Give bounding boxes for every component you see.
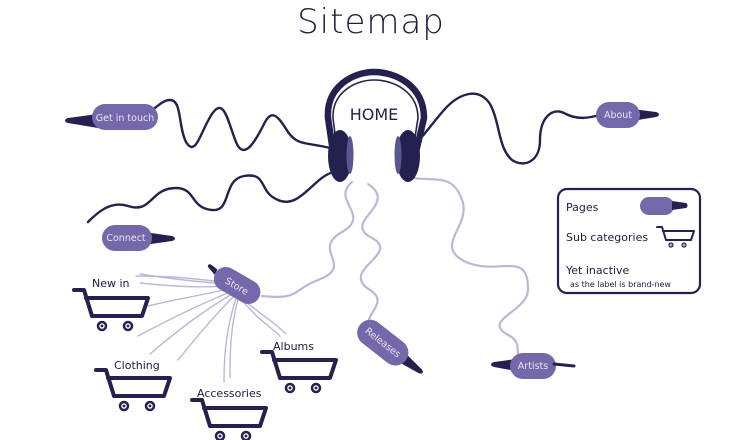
legend-page-plug-icon: [640, 197, 688, 215]
legend-label-pages: Pages: [566, 201, 599, 214]
subcategory-label-clothing[interactable]: Clothing: [114, 359, 160, 372]
plug-store[interactable]: Store: [201, 257, 265, 308]
plug-about[interactable]: About: [596, 102, 659, 128]
cable-home-artists: [402, 174, 530, 364]
cable-home-about: [408, 92, 602, 165]
plug-connect[interactable]: Connect: [102, 225, 175, 251]
plug-get-in-touch[interactable]: Get in touch: [65, 104, 158, 130]
active-cables: [86, 92, 602, 224]
subcategory-new-in[interactable]: New in: [72, 277, 150, 332]
page-label-artists[interactable]: Artists: [518, 361, 548, 372]
cable-home-store: [260, 180, 355, 298]
cart-icon: [260, 350, 338, 394]
subcategory-label-albums[interactable]: Albums: [273, 340, 314, 353]
page-label-about[interactable]: About: [604, 110, 632, 121]
plug-artists[interactable]: Artists: [491, 353, 576, 379]
cart-icon: [94, 368, 172, 412]
subcategory-label-new-in[interactable]: New in: [92, 277, 130, 290]
cable-home-releases: [359, 182, 382, 332]
home-label[interactable]: HOME: [350, 105, 399, 124]
cable-home-get-in-touch: [136, 98, 332, 151]
legend-label-sub-categories: Sub categories: [566, 231, 648, 244]
headphones-home-icon: [324, 68, 428, 182]
legend-inactive-note: as the label is brand-new: [570, 280, 671, 289]
page-label-get-in-touch[interactable]: Get in touch: [96, 113, 154, 124]
page-title: Sitemap: [297, 2, 445, 42]
legend: Pages Sub categories Yet inactive as the…: [556, 187, 702, 295]
subcategory-accessories[interactable]: Accessories: [190, 387, 268, 440]
legend-label-yet-inactive: Yet inactive: [565, 264, 630, 277]
cart-icon: [72, 288, 150, 332]
subcategory-clothing[interactable]: Clothing: [94, 359, 172, 412]
subcategory-albums[interactable]: Albums: [260, 340, 338, 394]
plug-releases[interactable]: Releases: [352, 315, 430, 384]
subcategory-label-accessories[interactable]: Accessories: [197, 387, 262, 400]
cable-home-connect: [86, 170, 336, 224]
cart-icon: [190, 398, 268, 440]
page-label-connect[interactable]: Connect: [106, 233, 146, 244]
store-subcategory-links: [135, 273, 287, 383]
